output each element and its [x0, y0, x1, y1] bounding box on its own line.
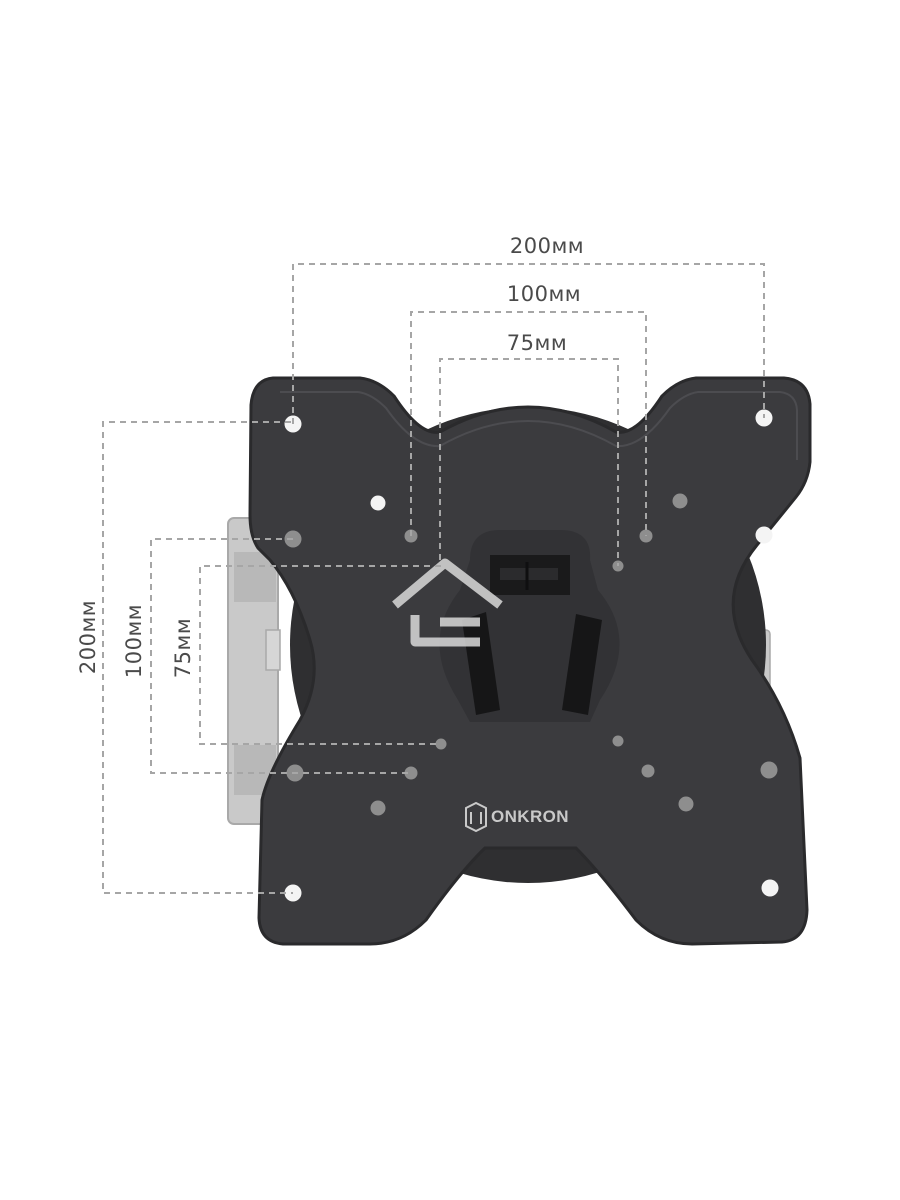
mounting-hole	[761, 879, 779, 897]
dimension-guides	[102, 263, 765, 894]
mounting-holes	[284, 409, 779, 902]
home-watermark	[392, 558, 503, 647]
h200-label: 200мм	[510, 234, 584, 258]
v100-label: 100мм	[122, 604, 146, 678]
right-slot	[562, 614, 602, 715]
mounting-hole	[760, 761, 778, 779]
onkron-logo: ONKRON	[465, 801, 569, 833]
dimension-labels: 200мм 100мм 75мм 200мм 100мм 75мм	[76, 234, 584, 678]
mounting-hole	[370, 495, 386, 511]
h75-guide	[439, 358, 619, 566]
h200-guide	[292, 263, 765, 424]
plate-edge-highlight	[280, 391, 798, 460]
mounting-hole	[672, 493, 688, 509]
v75-guide	[199, 565, 441, 745]
mounting-hole	[755, 526, 773, 544]
v200-guide	[102, 421, 293, 894]
mounting-hole	[678, 796, 694, 812]
mounting-hole	[612, 735, 624, 747]
h100-guide	[410, 311, 647, 536]
mounting-hole	[435, 738, 447, 750]
v100-guide	[150, 538, 411, 774]
onkron-logo-icon	[465, 801, 487, 833]
mounting-hole	[641, 764, 655, 778]
mounting-hole	[370, 800, 386, 816]
v75-label: 75мм	[171, 618, 195, 678]
h100-label: 100мм	[507, 282, 581, 306]
brand-name: ONKRON	[491, 807, 569, 826]
v200-label: 200мм	[76, 600, 100, 674]
h75-label: 75мм	[507, 331, 567, 355]
mounting-hole	[404, 766, 418, 780]
